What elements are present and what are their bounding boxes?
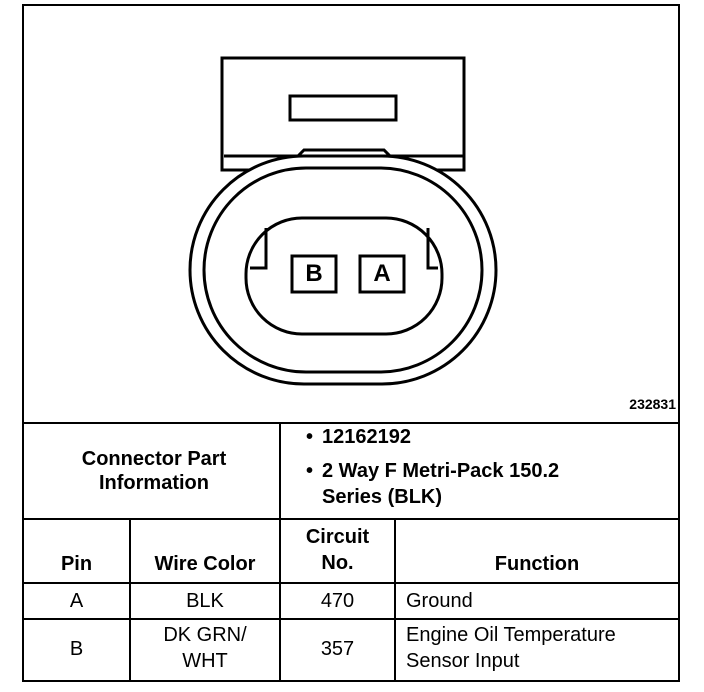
pin-label-a: A <box>373 260 391 287</box>
row-a-pin: A <box>69 590 84 612</box>
part-info-list: •12162192 •2 Way F Metri-Pack 150.2 Seri… <box>300 424 670 510</box>
part-info-item: •12162192 <box>306 426 411 448</box>
row-a-function: Ground <box>406 590 473 612</box>
row-b-function-line2: Sensor Input <box>406 650 520 672</box>
divider-part-info <box>24 518 678 520</box>
row-b-wire-color-line2: WHT <box>182 650 228 672</box>
figure-id: 232831 <box>629 396 676 412</box>
connector-cavity <box>244 216 444 336</box>
col-divider-2 <box>394 518 396 680</box>
col-divider-0 <box>129 518 131 680</box>
row-b-circuit: 357 <box>320 638 355 660</box>
header-wire-color: Wire Color <box>154 553 256 575</box>
part-info-item: •2 Way F Metri-Pack 150.2 Series (BLK) <box>306 460 560 508</box>
row-a-circuit: 470 <box>320 590 355 612</box>
divider-row-a <box>24 618 678 620</box>
connector-body <box>202 166 484 374</box>
header-circuit-line2: No. <box>321 552 354 574</box>
divider-diagram <box>24 422 678 424</box>
pin-a-box <box>358 254 406 294</box>
row-b-pin: B <box>69 638 84 660</box>
header-circuit-line1: Circuit <box>305 526 370 548</box>
connector-diagram <box>188 56 498 386</box>
row-a-wire-color: BLK <box>186 590 224 612</box>
connector-outer-shell <box>188 154 498 386</box>
row-b-wire-color-line1: DK GRN/ <box>163 624 247 646</box>
connector-lock-slot <box>288 94 398 122</box>
pin-b-box <box>290 254 338 294</box>
header-function: Function <box>494 553 580 575</box>
diagram-frame <box>22 4 680 682</box>
header-pin: Pin <box>60 553 93 575</box>
pin-label-b: B <box>305 260 323 287</box>
part-info-label: Connector Part Information <box>81 448 227 494</box>
row-b-function-line1: Engine Oil Temperature <box>406 624 616 646</box>
divider-header <box>24 582 678 584</box>
col-divider-1 <box>279 422 281 680</box>
connector-lock-tab <box>220 56 466 172</box>
